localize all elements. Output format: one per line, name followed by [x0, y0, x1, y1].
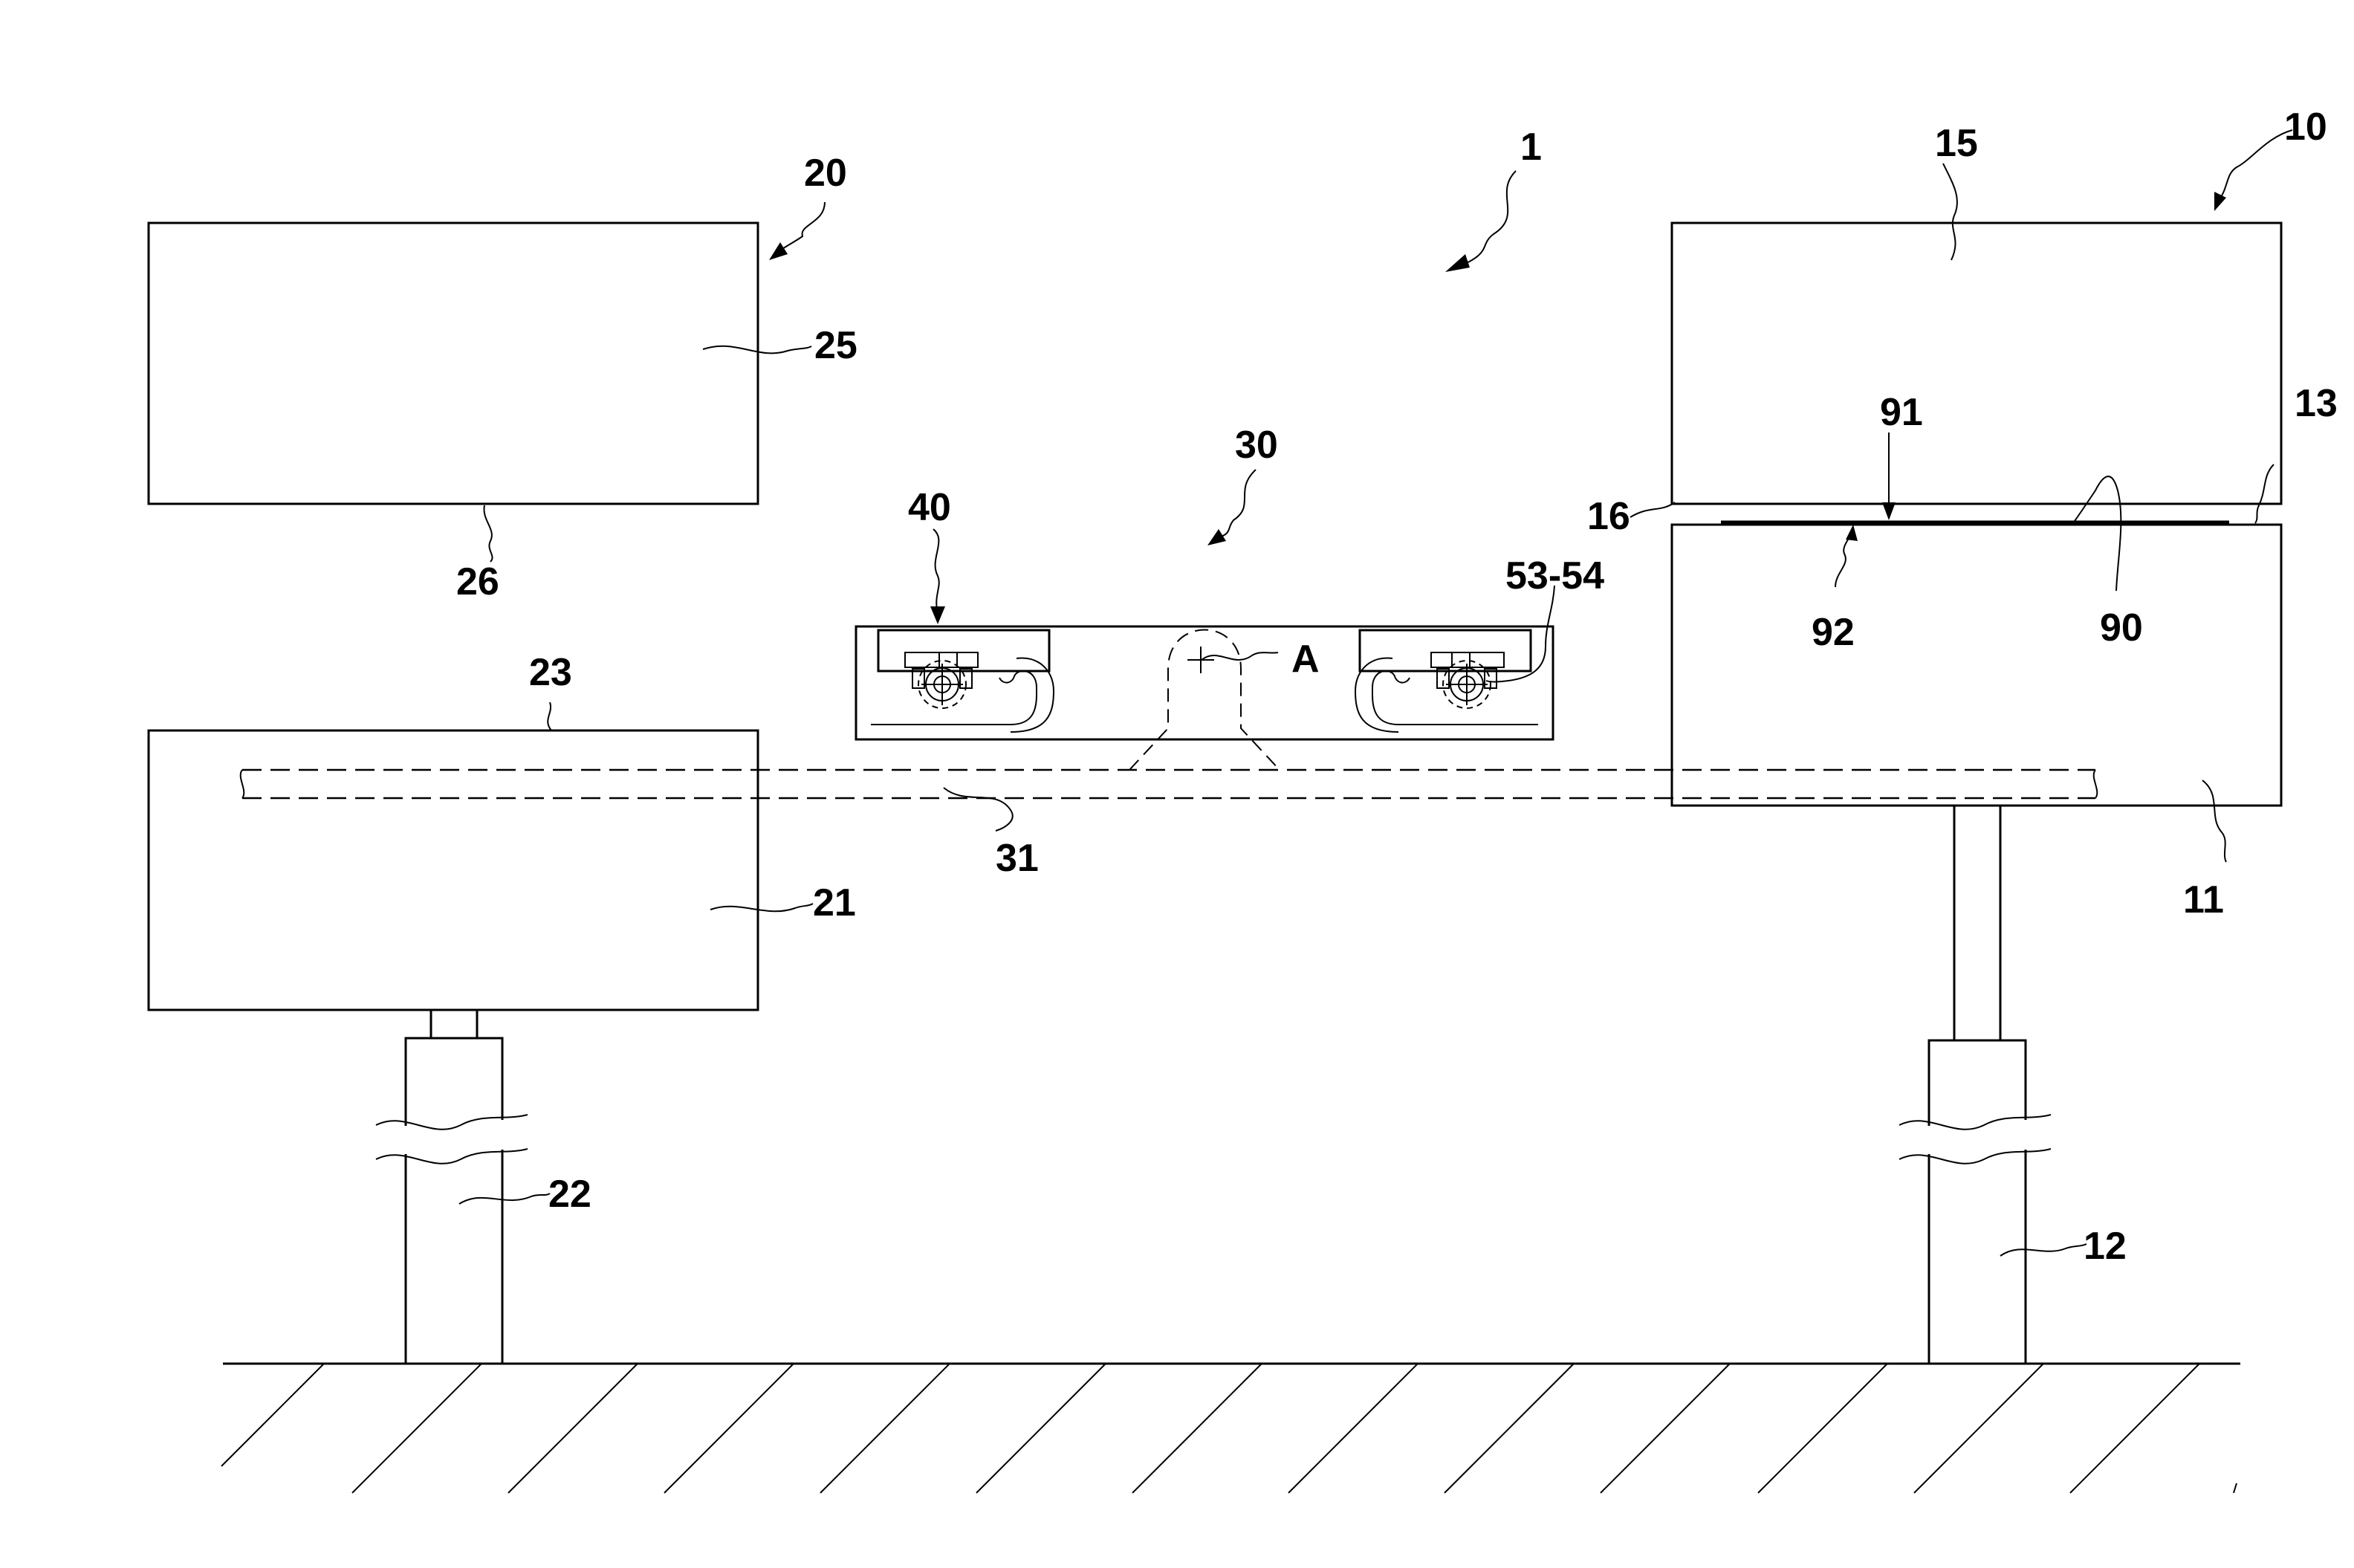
label-31: 31 — [996, 837, 1039, 880]
label-22: 22 — [548, 1173, 591, 1216]
label-30: 30 — [1235, 424, 1278, 467]
label-13: 13 — [2295, 382, 2338, 425]
label-15: 15 — [1935, 122, 1978, 165]
label-20: 20 — [804, 152, 847, 195]
label-91: 91 — [1880, 391, 1923, 434]
reference-labels: 1 10 15 13 91 16 92 90 11 12 20 25 26 30… — [456, 106, 2338, 1268]
lower-block-21 — [149, 730, 758, 1010]
label-A: A — [1291, 638, 1320, 681]
roller-unit-right — [1431, 652, 1504, 708]
floor — [221, 1364, 2240, 1493]
label-23: 23 — [529, 651, 572, 694]
lower-block-11 — [1672, 525, 2281, 806]
label-21: 21 — [813, 881, 856, 924]
label-53-54: 53-54 — [1505, 554, 1604, 597]
upper-block-25 — [149, 223, 758, 504]
carriage-30 — [856, 626, 1553, 770]
label-90: 90 — [2100, 606, 2143, 649]
column-22 — [376, 1010, 528, 1364]
label-25: 25 — [814, 324, 857, 367]
upper-block-15 — [1672, 223, 2281, 504]
label-92: 92 — [1812, 611, 1855, 654]
column-12 — [1899, 806, 2051, 1364]
roller-unit-left — [905, 652, 978, 708]
label-16: 16 — [1587, 495, 1630, 538]
label-26: 26 — [456, 560, 499, 603]
label-1: 1 — [1520, 126, 1542, 169]
label-11: 11 — [2183, 878, 2224, 921]
leader-lines — [459, 130, 2292, 1256]
label-12: 12 — [2084, 1225, 2127, 1268]
rail-31 — [241, 770, 2098, 798]
label-40: 40 — [908, 486, 951, 529]
label-10: 10 — [2284, 106, 2327, 149]
